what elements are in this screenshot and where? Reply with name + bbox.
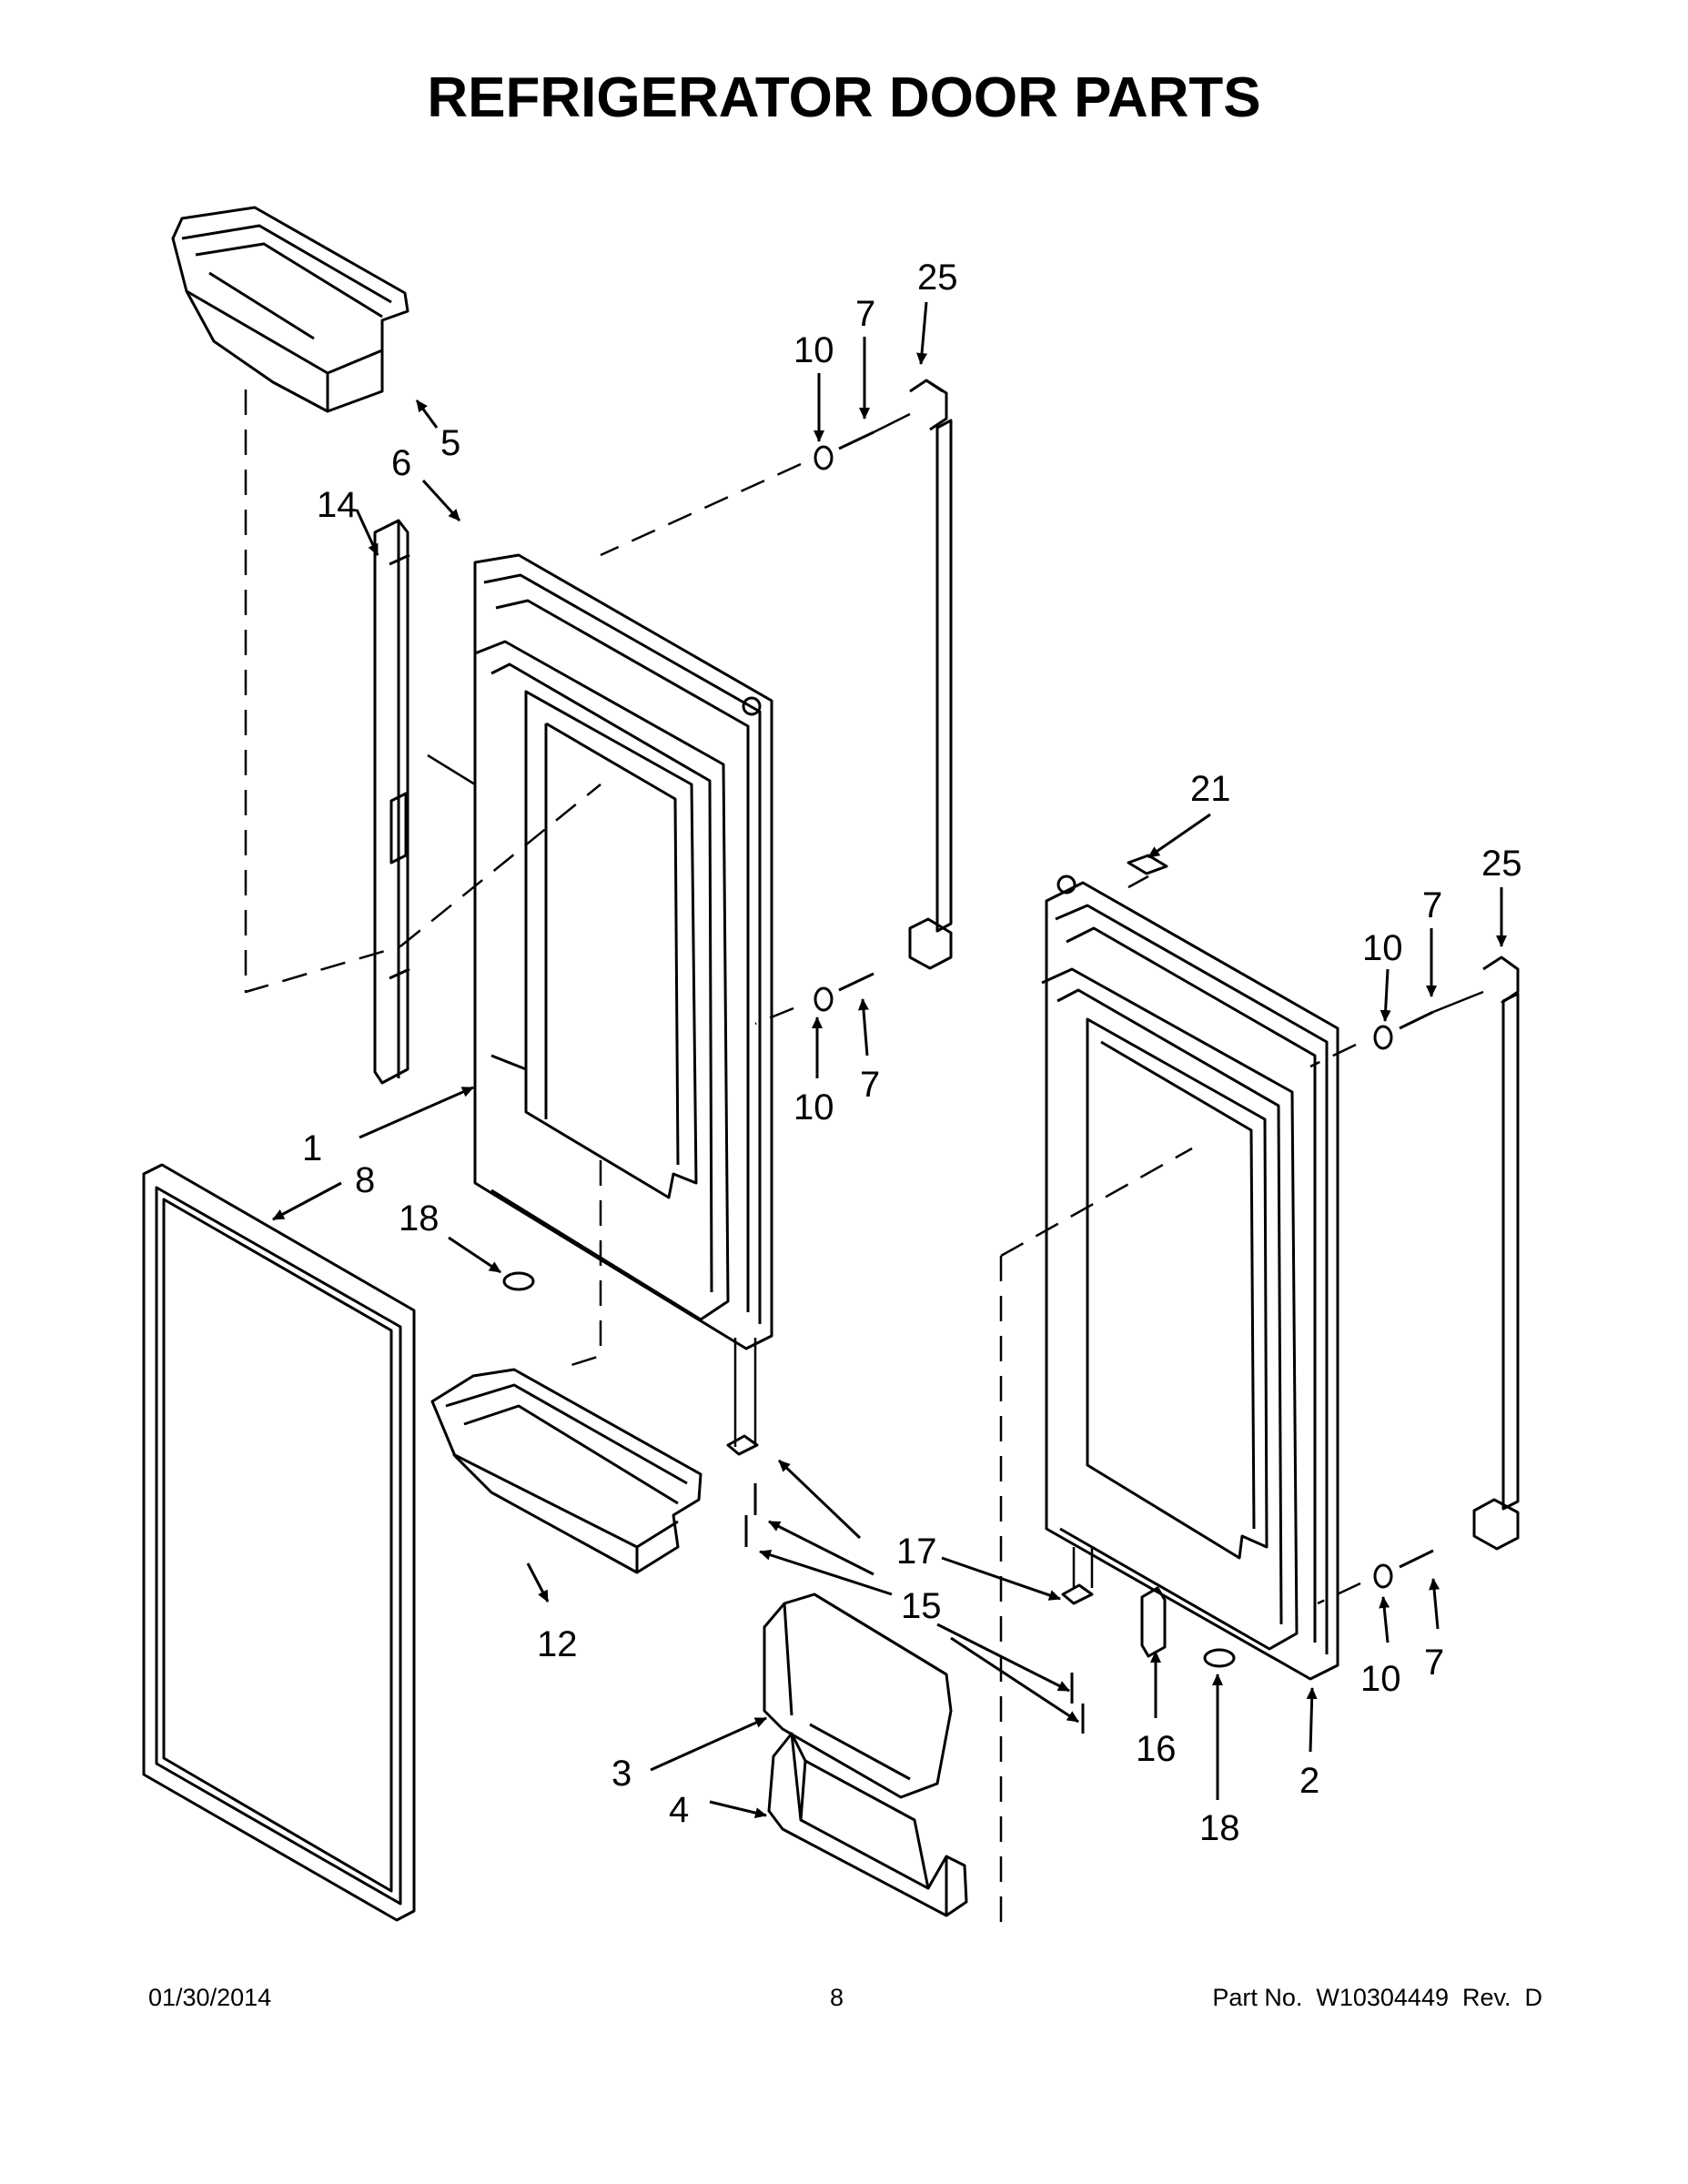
- callout-arrows: [272, 301, 1507, 1819]
- callout-1: 1: [302, 1128, 322, 1168]
- handle-right-door: [1472, 956, 1520, 1551]
- left-door: [473, 553, 773, 1350]
- handle-left-door: [908, 379, 953, 970]
- callout-7-mid-left: 7: [860, 1065, 880, 1105]
- hardware-bushings-screws: [814, 430, 1434, 1589]
- dispenser-cover: [763, 1592, 953, 1799]
- footer-date: 01/30/2014: [148, 1984, 272, 2011]
- callout-25-left: 25: [917, 258, 958, 298]
- callout-10-top-right: 10: [1362, 928, 1403, 968]
- connector-lines: [427, 412, 1484, 1588]
- callout-18-right: 18: [1199, 1808, 1240, 1848]
- door-gasket-left: [142, 1163, 416, 1922]
- callout-3: 3: [612, 1754, 632, 1794]
- footer-part-number: Part No. W10304449 Rev. D: [1212, 1984, 1542, 2011]
- callout-5: 5: [440, 423, 460, 463]
- callout-10-mid-left: 10: [793, 1087, 834, 1127]
- right-door: [1041, 875, 1339, 1681]
- callout-16: 16: [1136, 1729, 1177, 1769]
- callout-10-top-left: 10: [793, 330, 834, 370]
- callout-10-bottom-right: 10: [1360, 1659, 1401, 1699]
- hinge-cover-strip: [373, 519, 410, 1085]
- page-title: REFRIGERATOR DOOR PARTS: [427, 66, 1261, 129]
- callout-12: 12: [537, 1624, 578, 1664]
- callout-25-right: 25: [1481, 844, 1522, 884]
- callout-7-top-left: 7: [855, 294, 875, 334]
- callout-17: 17: [896, 1532, 937, 1572]
- callout-6: 6: [391, 443, 411, 483]
- door-label-tab: [1127, 854, 1168, 875]
- callout-15: 15: [901, 1586, 942, 1626]
- door-bin-middle: [430, 1368, 702, 1574]
- hardware-hinges-pins: [502, 1271, 1236, 1734]
- callout-2: 2: [1299, 1761, 1319, 1801]
- callout-21: 21: [1190, 769, 1231, 809]
- door-bin-top: [171, 206, 409, 413]
- callout-7-bottom-right: 7: [1424, 1643, 1444, 1683]
- dispenser-bracket: [767, 1732, 968, 1917]
- callout-4: 4: [669, 1790, 689, 1830]
- footer-page-number: 8: [830, 1984, 844, 2011]
- alignment-dashes: [244, 389, 1361, 1929]
- callout-14: 14: [317, 485, 358, 525]
- callout-8: 8: [355, 1160, 375, 1200]
- callout-18-left: 18: [399, 1198, 440, 1239]
- callout-7-top-right: 7: [1422, 885, 1442, 925]
